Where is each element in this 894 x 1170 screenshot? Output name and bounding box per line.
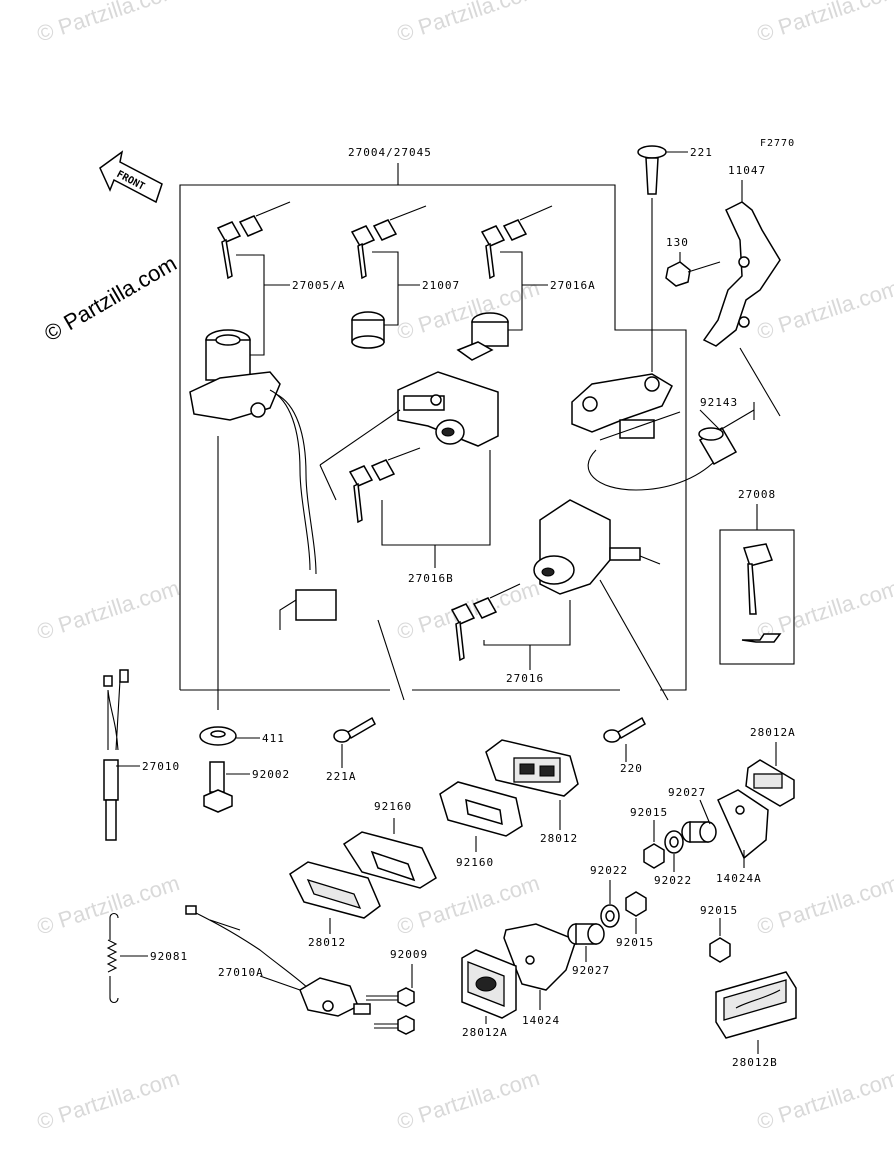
nut-92015-b-icon bbox=[625, 891, 647, 917]
watermark: © Partzilla.com bbox=[754, 1065, 894, 1135]
part-label-switch-27010: 27010 bbox=[142, 760, 180, 773]
part-label-reflector-28012a-bottom: 28012A bbox=[462, 1026, 508, 1039]
part-label-washer-92022-a: 92022 bbox=[654, 874, 692, 887]
ignition-lock-icon bbox=[533, 499, 661, 595]
watermark: © Partzilla.com bbox=[394, 1065, 543, 1135]
part-label-washer-92022-b: 92022 bbox=[590, 864, 628, 877]
part-label-bracket-14024: 14024 bbox=[522, 1014, 560, 1027]
part-label-lock: 27016 bbox=[506, 672, 544, 685]
reflector-28012-b-icon bbox=[289, 861, 381, 919]
key-set-27016a-icon bbox=[480, 205, 553, 280]
part-label-bracket-14024a: 14024A bbox=[716, 872, 762, 885]
cap-icon bbox=[351, 311, 385, 349]
part-label-reflector-28012-a: 28012 bbox=[540, 832, 578, 845]
collar-92027-b-icon bbox=[567, 923, 605, 945]
part-label-gasket-92160-b: 92160 bbox=[456, 856, 494, 869]
assembly-frame bbox=[179, 163, 687, 691]
reflector-28012a-top-icon bbox=[745, 759, 795, 807]
bracket-14024a-icon bbox=[717, 789, 769, 860]
nut-92015-a-icon bbox=[643, 843, 665, 869]
switch-27010-icon bbox=[103, 669, 129, 841]
part-label-washer-411: 411 bbox=[262, 732, 285, 745]
part-label-switch-27010a: 27010A bbox=[218, 966, 264, 979]
switch-27010a-icon bbox=[185, 905, 371, 1017]
part-label-collar-92027-a: 92027 bbox=[668, 786, 706, 799]
gasket-92160-b-icon bbox=[342, 831, 437, 889]
screw-221a-icon bbox=[333, 716, 376, 743]
seat-lock-icon bbox=[397, 371, 499, 447]
watermark: © Partzilla.com bbox=[34, 0, 183, 47]
part-label-ignition-assy: 27004/27045 bbox=[348, 146, 432, 159]
part-label-nut-92015-a: 92015 bbox=[630, 806, 668, 819]
watermark: © Partzilla.com bbox=[34, 870, 183, 940]
key-set-27016-icon bbox=[450, 583, 521, 662]
part-label-reflector-28012a-top: 28012A bbox=[750, 726, 796, 739]
screw-221-icon bbox=[637, 145, 667, 195]
bolt-92009-icon bbox=[366, 987, 415, 1035]
bolt-92002-icon bbox=[203, 761, 233, 813]
watermark: © Partzilla.com bbox=[394, 275, 543, 345]
part-label-screw-221: 221 bbox=[690, 146, 713, 159]
part-label-reflector-28012-b: 28012 bbox=[308, 936, 346, 949]
part-label-reflector-28012b: 28012B bbox=[732, 1056, 778, 1069]
bracket-11047-icon bbox=[702, 201, 781, 347]
part-label-spacer: 92143 bbox=[700, 396, 738, 409]
part-label-nut-92015-c: 92015 bbox=[700, 904, 738, 917]
blank-key-card bbox=[719, 529, 795, 665]
helmet-lock-bracket-icon bbox=[571, 373, 717, 491]
watermark: © Partzilla.com bbox=[754, 870, 894, 940]
gasket-92160-a-icon bbox=[439, 781, 523, 837]
part-label-screw-220: 220 bbox=[620, 762, 643, 775]
reflector-28012a-bottom-icon bbox=[461, 949, 517, 1019]
washer-411-icon bbox=[199, 726, 237, 746]
spring-92081-icon bbox=[106, 912, 119, 1004]
part-label-bolt-92009: 92009 bbox=[390, 948, 428, 961]
key-set-a-icon bbox=[216, 201, 291, 280]
watermark: © Partzilla.com bbox=[754, 275, 894, 345]
collar-92027-a-icon bbox=[681, 821, 717, 843]
part-label-gasket-92160-a: 92160 bbox=[374, 800, 412, 813]
watermark: © Partzilla.com bbox=[754, 0, 894, 47]
part-label-collar-92027-b: 92027 bbox=[572, 964, 610, 977]
key-set-21007-icon bbox=[350, 205, 427, 280]
part-label-blank-key: 27008 bbox=[738, 488, 776, 501]
reflector-28012-a-icon bbox=[485, 739, 579, 797]
part-label-bracket: 11047 bbox=[728, 164, 766, 177]
reflector-28012b-icon bbox=[715, 971, 797, 1039]
watermark: © Partzilla.com bbox=[34, 1065, 183, 1135]
watermark: © Partzilla.com bbox=[34, 575, 183, 645]
part-label-bolt-92002: 92002 bbox=[252, 768, 290, 781]
washer-92022-a-icon bbox=[664, 830, 684, 854]
part-label-key-set-a: 27005/A bbox=[292, 279, 345, 292]
part-label-nut-92015-b: 92015 bbox=[616, 936, 654, 949]
part-label-lock-b: 27016B bbox=[408, 572, 454, 585]
partzilla-watermark-main: © Partzilla.com bbox=[40, 251, 181, 347]
part-label-screw-221a: 221A bbox=[326, 770, 357, 783]
part-label-bolt-130: 130 bbox=[666, 236, 689, 249]
screw-220-icon bbox=[603, 716, 646, 743]
watermark: © Partzilla.com bbox=[394, 0, 543, 47]
part-label-cap: 21007 bbox=[422, 279, 460, 292]
lock-a-icon bbox=[456, 312, 509, 361]
figure-code: F2770 bbox=[760, 138, 795, 149]
bracket-14024-icon bbox=[503, 923, 577, 991]
bolt-130-icon bbox=[665, 261, 721, 287]
washer-92022-b-icon bbox=[600, 904, 620, 928]
part-label-spring-92081: 92081 bbox=[150, 950, 188, 963]
ignition-switch-icon bbox=[189, 329, 337, 630]
part-label-lock-a: 27016A bbox=[550, 279, 596, 292]
spacer-92143-icon bbox=[698, 426, 738, 466]
front-arrow-icon: FRONT bbox=[99, 150, 163, 204]
key-set-27016b-icon bbox=[348, 447, 421, 524]
nut-92015-c-icon bbox=[709, 937, 731, 963]
